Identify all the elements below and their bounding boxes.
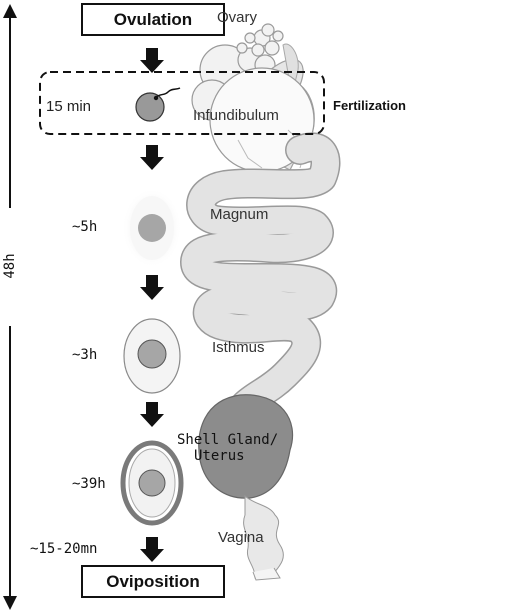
organ-label-uterus: Uterus — [194, 448, 245, 464]
duration-isthmus: ~3h — [72, 347, 98, 363]
duration-magnum: ~5h — [72, 219, 98, 235]
shell-gland-shape — [198, 394, 294, 499]
down-arrow-3 — [140, 275, 164, 300]
organ-label-ovary: Ovary — [217, 9, 258, 26]
down-arrow-2 — [140, 145, 164, 170]
down-arrow-5 — [140, 537, 164, 562]
organ-label-shell-gland: Shell Gland/ — [177, 432, 279, 448]
organ-label-vagina: Vagina — [218, 529, 264, 546]
total-time-label: 48h — [2, 253, 18, 279]
ovulation-box: Ovulation — [81, 3, 225, 36]
oviposition-box: Oviposition — [81, 565, 225, 598]
down-arrow-4 — [140, 402, 164, 427]
ovum-with-sperm — [135, 87, 181, 122]
timeline-arrow-bottom — [3, 326, 17, 610]
duration-shell-gland: ~39h — [72, 476, 106, 492]
down-arrow-1 — [140, 48, 164, 73]
organ-label-magnum: Magnum — [210, 206, 269, 223]
duration-infundibulum: 15 min — [46, 98, 92, 115]
fertilization-box — [39, 71, 325, 135]
duration-vagina: ~15-20mn — [30, 541, 98, 557]
egg-shell — [120, 440, 184, 526]
egg-membranes — [123, 318, 181, 394]
vagina-shape — [243, 494, 284, 581]
organ-label-isthmus: Isthmus — [212, 339, 265, 356]
oviduct-coils — [180, 132, 341, 420]
organ-label-infundibulum: Infundibulum — [193, 107, 279, 124]
fertilization-label: Fertilization — [333, 98, 406, 113]
timeline-arrow-top — [3, 4, 17, 208]
egg-albumen — [122, 188, 182, 268]
